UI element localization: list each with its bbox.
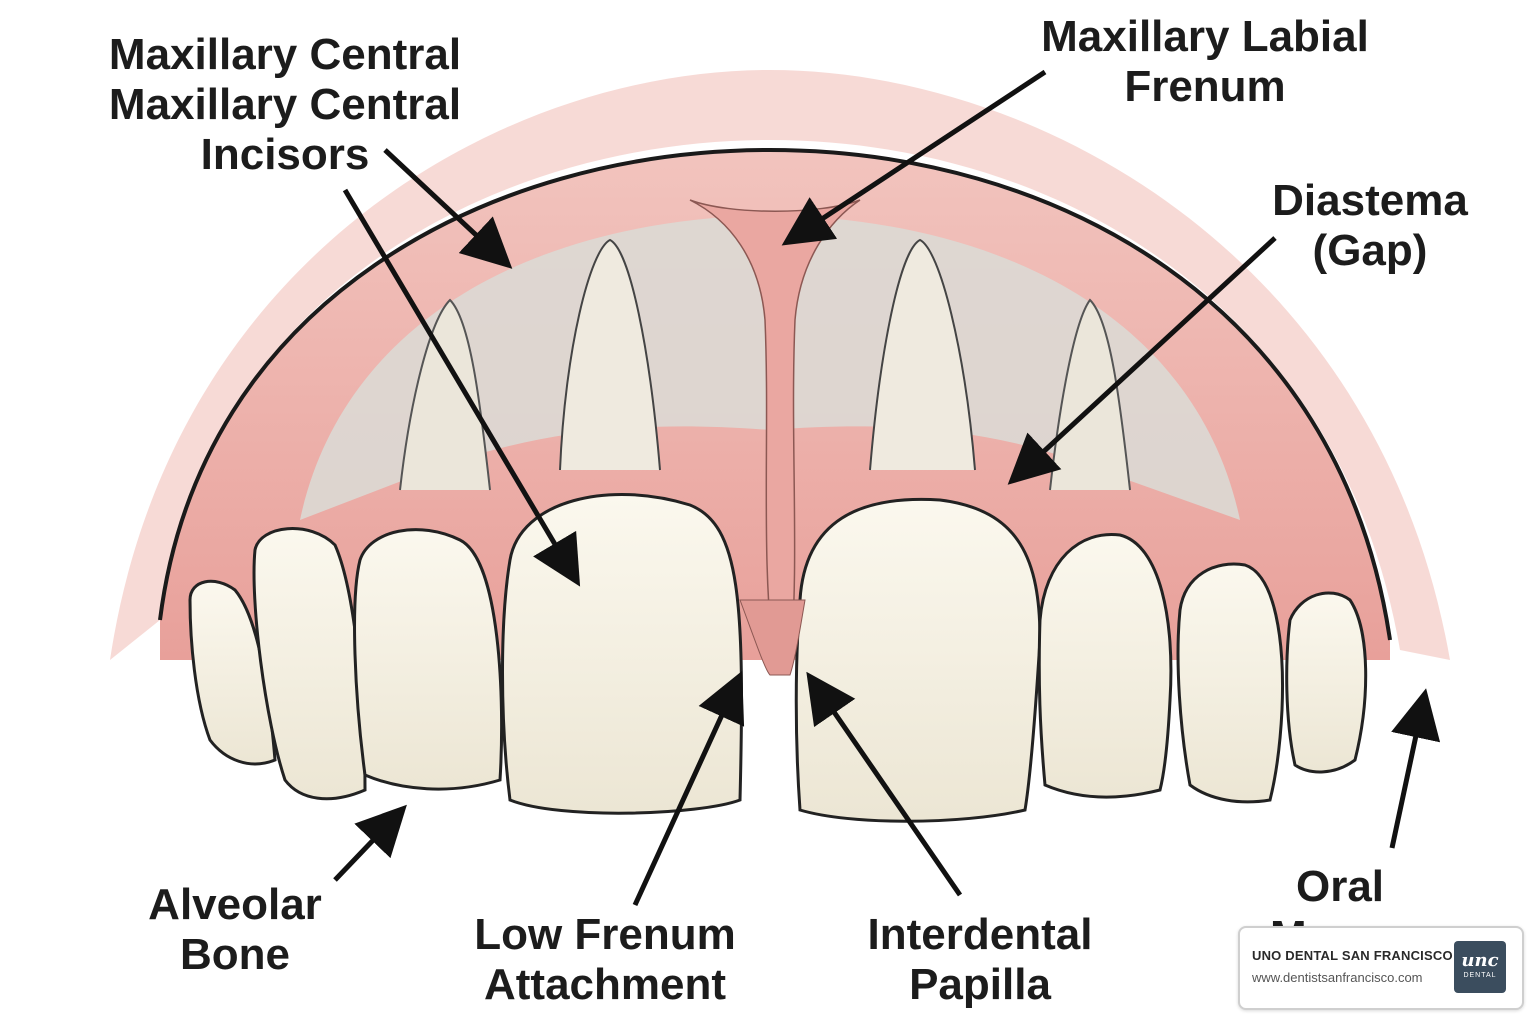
arrow-alveolar-bone [333, 804, 407, 882]
brand-logo-icon: unc DENTAL [1454, 941, 1506, 993]
root-right-central [869, 238, 976, 471]
tooth-right-lateral [1037, 532, 1173, 799]
tooth-left-central [501, 493, 744, 815]
brand-logo-mark: unc [1461, 950, 1499, 971]
label-line: Interdental [867, 910, 1093, 959]
brand-logo-sub: DENTAL [1463, 972, 1497, 979]
label-oral-mucosa: Oral Mucosa [1270, 862, 1410, 928]
label-maxillary-labial-frenum: Maxillary Labial Frenum [1010, 12, 1400, 112]
label-line: Maxillary Central [108, 30, 462, 79]
root-left-central [559, 238, 661, 471]
arrow-papilla [806, 671, 963, 897]
label-line: Oral [1295, 862, 1385, 911]
labial-frenum [689, 199, 861, 671]
arrow-oral-mucosa [1389, 688, 1441, 849]
brand-url: www.dentistsanfrancisco.com [1252, 970, 1423, 985]
tooth-right-premolar [1176, 562, 1284, 804]
tooth-right-central [794, 497, 1042, 823]
tooth-left-premolar [252, 527, 367, 801]
label-diastema: Diastema (Gap) [1240, 176, 1500, 276]
label-line: Low Frenum [474, 910, 736, 959]
label-line: Maxillary Central [108, 80, 462, 129]
tooth-left-lateral [353, 528, 504, 791]
root-left-lateral [399, 298, 491, 491]
label-line: (Gap) [1312, 226, 1428, 275]
label-alveolar-bone: Alveolar Bone [120, 880, 350, 980]
label-line: Papilla [909, 960, 1051, 1009]
label-line: Maxillary Labial [1041, 12, 1369, 61]
label-line: Bone [180, 930, 290, 979]
brand-card: UNO DENTAL SAN FRANCISCO www.dentistsanf… [1238, 926, 1524, 1010]
label-maxillary-central-incisors: Maxillary Central Maxillary Central Inci… [90, 30, 480, 180]
brand-name: UNO DENTAL SAN FRANCISCO [1252, 948, 1453, 963]
arrow-incisors-b [342, 188, 581, 587]
label-interdental-papilla: Interdental Papilla [830, 910, 1130, 1010]
arch-outline [158, 147, 1392, 641]
arrow-incisors-a [383, 148, 513, 269]
label-line: Incisors [200, 130, 370, 179]
arrow-frenum [781, 69, 1047, 246]
label-line: Alveolar [148, 880, 322, 929]
label-line: Diastema [1272, 176, 1468, 225]
label-line: Mucosa [1270, 912, 1410, 928]
outer-mucosa [110, 70, 1450, 660]
root-right-lateral [1049, 298, 1131, 491]
arrow-low-frenum [632, 670, 745, 907]
arrow-diastema [1007, 236, 1277, 485]
tooth-left-molar [188, 579, 277, 766]
label-low-frenum-attachment: Low Frenum Attachment [440, 910, 770, 1010]
interdental-papilla [739, 599, 806, 676]
tooth-right-molar [1285, 591, 1368, 774]
annotation-arrows [333, 69, 1441, 907]
label-line: Attachment [483, 960, 727, 1009]
label-line: Frenum [1124, 62, 1286, 111]
